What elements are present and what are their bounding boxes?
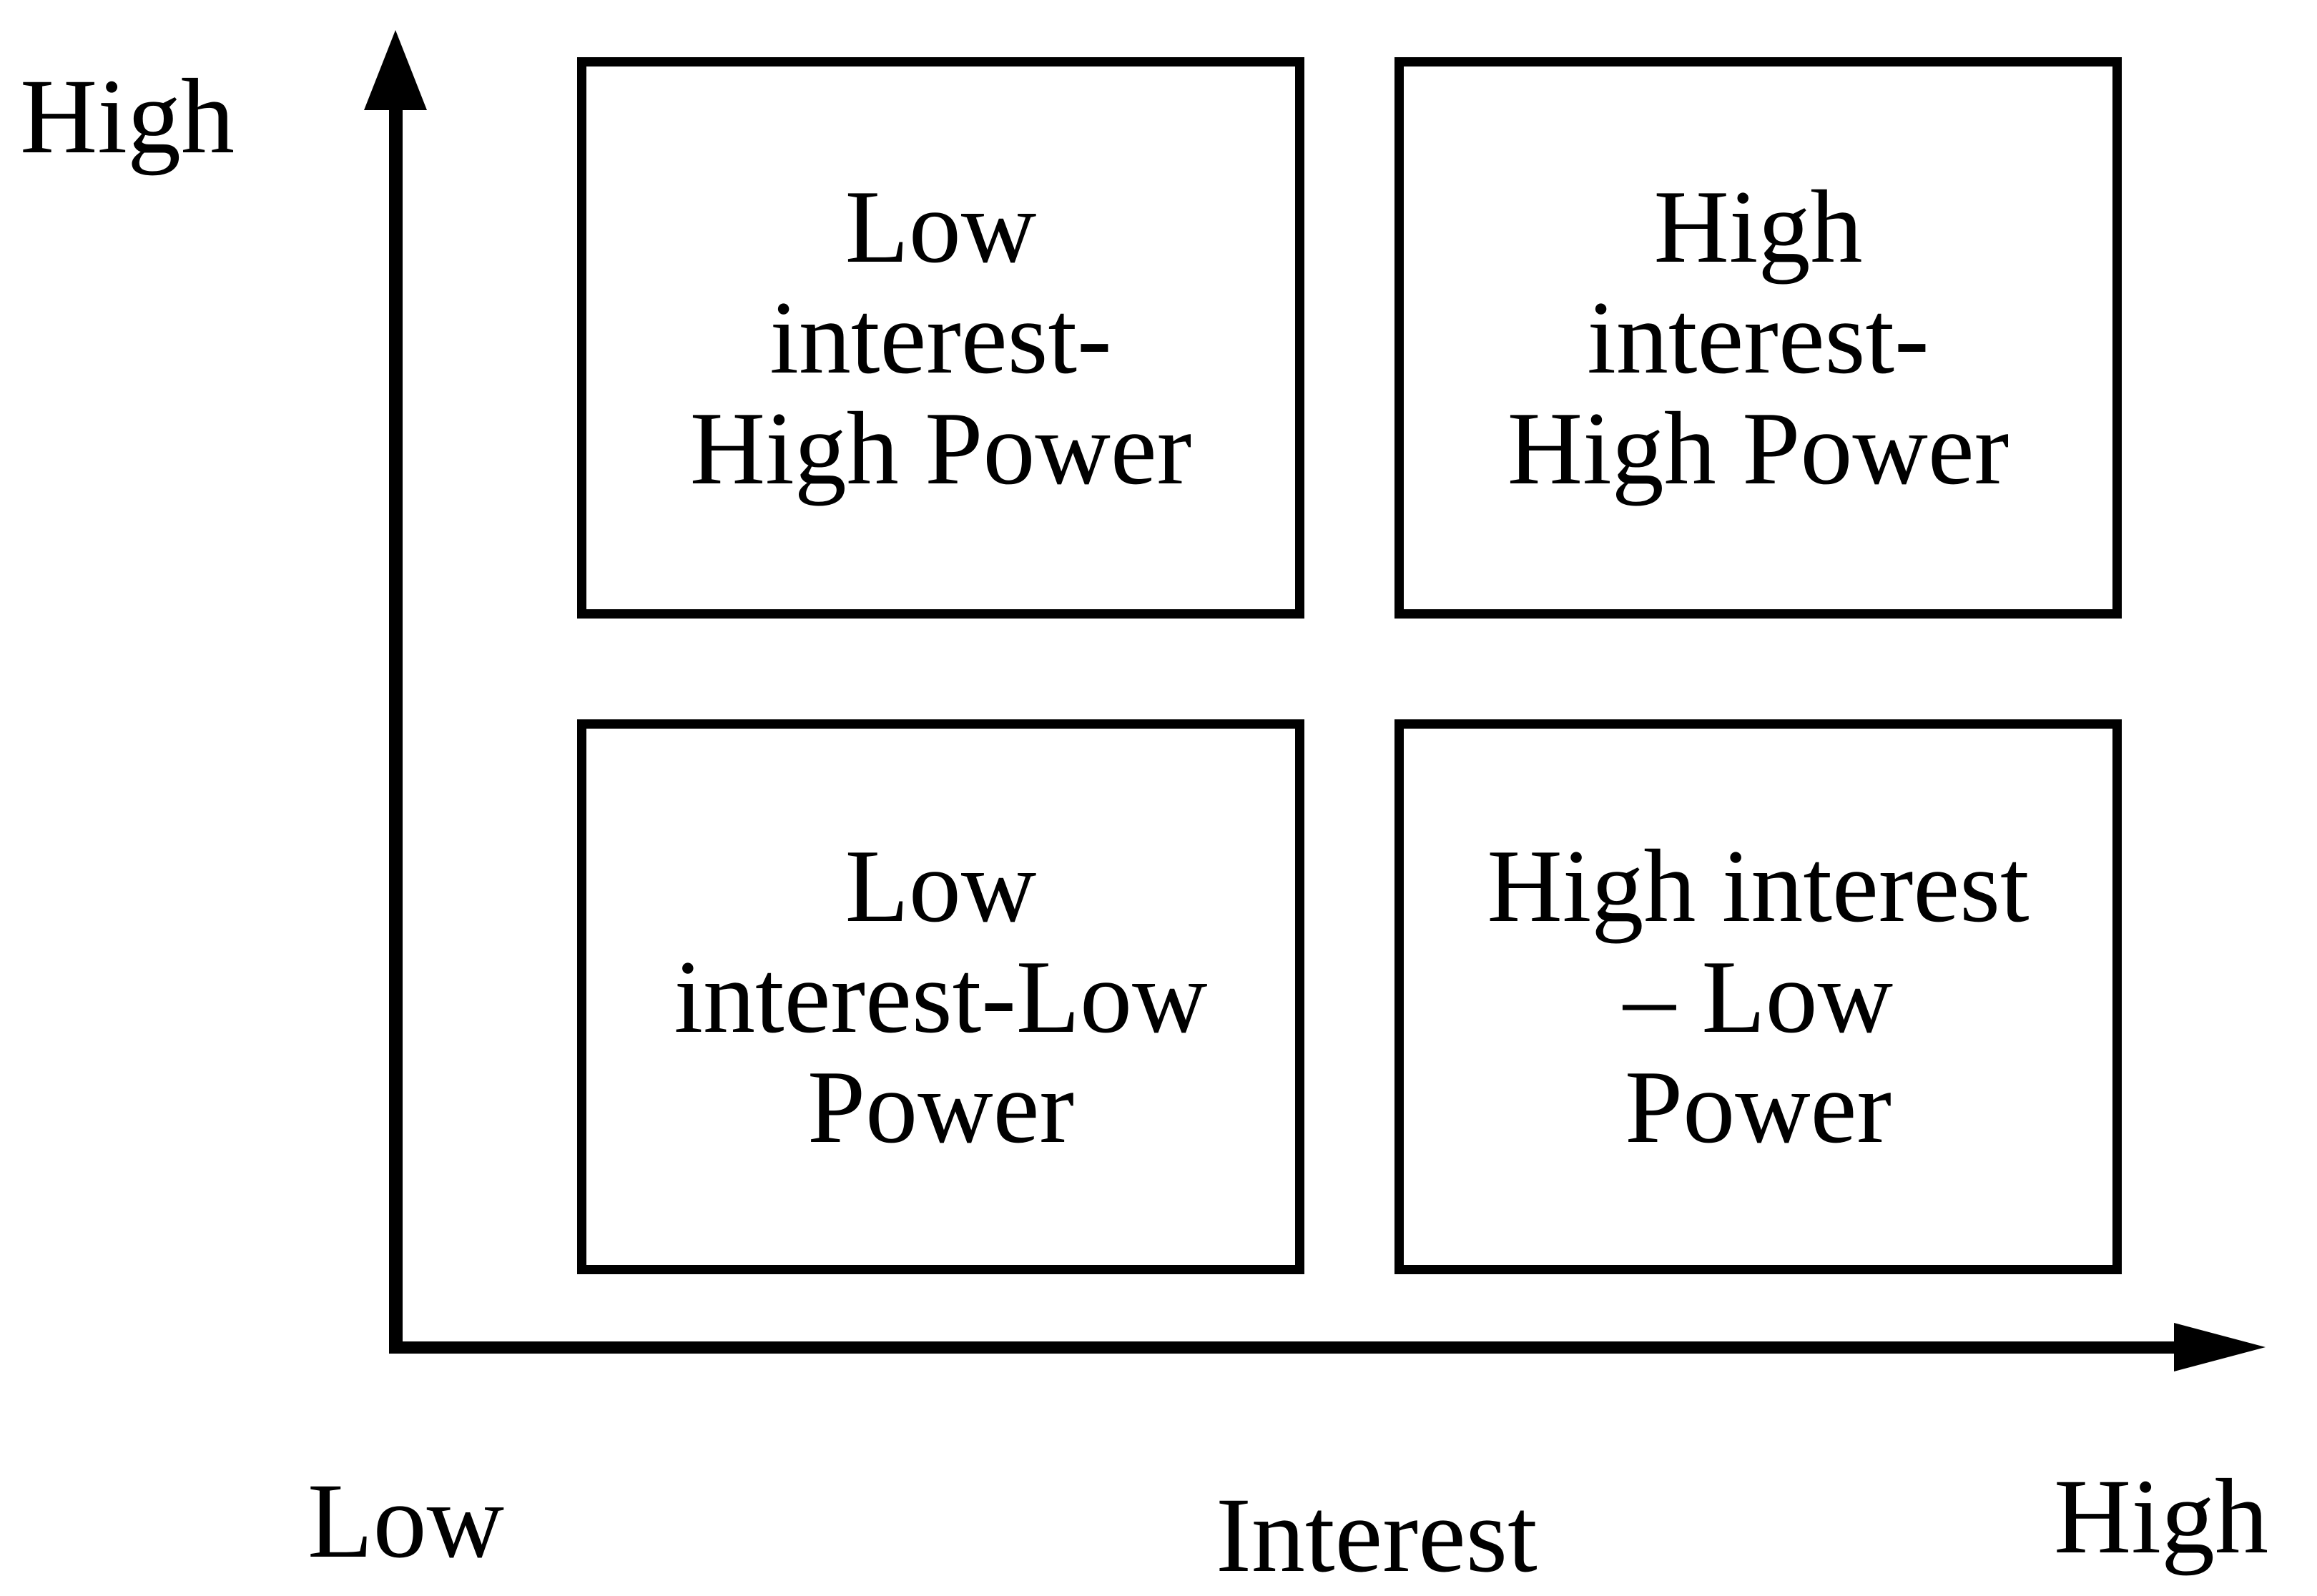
quadrant-text-line: High Power xyxy=(1507,390,2009,506)
quadrant-text-line: High interest xyxy=(1487,827,2030,944)
quadrant-low-interest-low-power: Low interest-Low Power xyxy=(577,719,1304,1274)
quadrant-text-line: interest-Low xyxy=(674,938,1208,1055)
quadrant-text-line: High xyxy=(1653,169,1863,285)
x-axis-line xyxy=(389,1341,2175,1354)
quadrant-high-interest-high-power: High interest- High Power xyxy=(1394,57,2122,619)
x-axis-interest-label: Interest xyxy=(1216,1476,1538,1595)
quadrant-text-line: Power xyxy=(807,1049,1075,1166)
quadrant-text-line: interest- xyxy=(769,280,1112,396)
quadrant-text-line: – Low xyxy=(1623,938,1894,1055)
quadrant-high-interest-low-power: High interest – Low Power xyxy=(1394,719,2122,1274)
x-axis-low-label: Low xyxy=(308,1462,504,1580)
quadrant-low-interest-high-power: Low interest- High Power xyxy=(577,57,1304,619)
arrowhead-right-icon xyxy=(2174,1323,2266,1371)
quadrant-text-line: High Power xyxy=(689,390,1192,506)
quadrant-text-line: interest- xyxy=(1587,280,1929,396)
quadrant-text-line: Power xyxy=(1624,1049,1892,1166)
x-axis-high-label: High xyxy=(2054,1457,2268,1576)
quadrant-text-line: Low xyxy=(845,169,1037,285)
y-axis-high-label: High xyxy=(20,57,235,176)
y-axis-line xyxy=(389,93,403,1354)
arrowhead-up-icon xyxy=(364,30,427,110)
quadrant-text-line: Low xyxy=(845,827,1037,944)
